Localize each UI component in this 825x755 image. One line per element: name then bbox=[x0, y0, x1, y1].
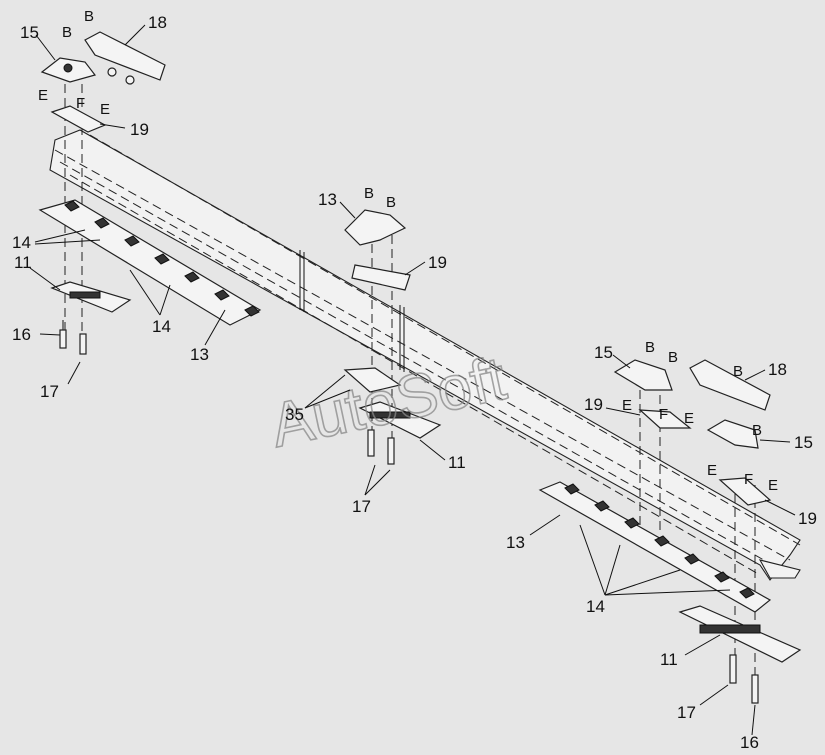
callout-16: 16 bbox=[740, 733, 759, 752]
spacer-19-center bbox=[351, 264, 411, 291]
letter-f: F bbox=[76, 95, 85, 112]
guard-15-right-lower bbox=[706, 419, 759, 449]
letter-b: B bbox=[733, 363, 743, 380]
center-hardware bbox=[343, 209, 442, 465]
left-knife-guards bbox=[38, 199, 262, 355]
cover-plate-18 bbox=[84, 31, 166, 81]
spacer-19-right-lower bbox=[718, 477, 772, 506]
callout-19: 19 bbox=[428, 253, 447, 272]
leader-lines bbox=[29, 24, 796, 736]
callout-13: 13 bbox=[318, 190, 337, 209]
letter-b: B bbox=[645, 339, 655, 356]
callout-16: 16 bbox=[12, 325, 31, 344]
callout-13: 13 bbox=[506, 533, 525, 552]
callout-11: 11 bbox=[448, 453, 466, 472]
spacer-19-right bbox=[638, 409, 692, 429]
callout-11: 11 bbox=[660, 650, 678, 669]
callout-15: 15 bbox=[794, 433, 813, 452]
letter-b: B bbox=[386, 194, 396, 211]
callout-15: 15 bbox=[594, 343, 613, 362]
callout-11: 11 bbox=[14, 253, 32, 272]
letter-e: E bbox=[38, 87, 48, 104]
letter-b: B bbox=[364, 185, 374, 202]
letter-b: B bbox=[62, 24, 72, 41]
cover-18-right bbox=[689, 359, 771, 411]
letter-e: E bbox=[768, 477, 778, 494]
callout-19: 19 bbox=[130, 120, 149, 139]
letter-b: B bbox=[668, 349, 678, 366]
letter-e: E bbox=[622, 397, 632, 414]
knife-head-11-right bbox=[678, 605, 802, 663]
letter-b: B bbox=[752, 422, 762, 439]
cutter-bar bbox=[49, 129, 801, 581]
guard-15-right bbox=[613, 359, 673, 391]
callout-18: 18 bbox=[768, 360, 787, 379]
callout-19: 19 bbox=[584, 395, 603, 414]
guard-13-center bbox=[344, 209, 407, 246]
callout-labels: 15 18 19 14 11 14 16 13 17 13 19 35 11 1… bbox=[12, 13, 817, 752]
callout-19: 19 bbox=[798, 509, 817, 528]
callout-17: 17 bbox=[677, 703, 696, 722]
letter-b: B bbox=[84, 8, 94, 25]
letter-f: F bbox=[659, 406, 668, 423]
top-left-hardware bbox=[40, 31, 166, 133]
callout-35: 35 bbox=[285, 405, 304, 424]
letter-f: F bbox=[744, 471, 753, 488]
callout-17: 17 bbox=[40, 382, 59, 401]
callout-13: 13 bbox=[190, 345, 209, 364]
letter-e: E bbox=[707, 462, 717, 479]
callout-17: 17 bbox=[352, 497, 371, 516]
callout-14: 14 bbox=[12, 233, 31, 252]
callout-18: 18 bbox=[148, 13, 167, 32]
callout-15: 15 bbox=[20, 23, 39, 42]
letter-e: E bbox=[684, 410, 694, 427]
callout-14: 14 bbox=[586, 597, 605, 616]
callout-14: 14 bbox=[152, 317, 171, 336]
knife-head-11-center bbox=[358, 401, 442, 439]
right-knife-guards bbox=[538, 481, 802, 704]
letter-labels: B B E F E B B B B B B E F E E F E bbox=[38, 8, 778, 494]
part-35 bbox=[343, 367, 402, 393]
letter-e: E bbox=[100, 101, 110, 118]
